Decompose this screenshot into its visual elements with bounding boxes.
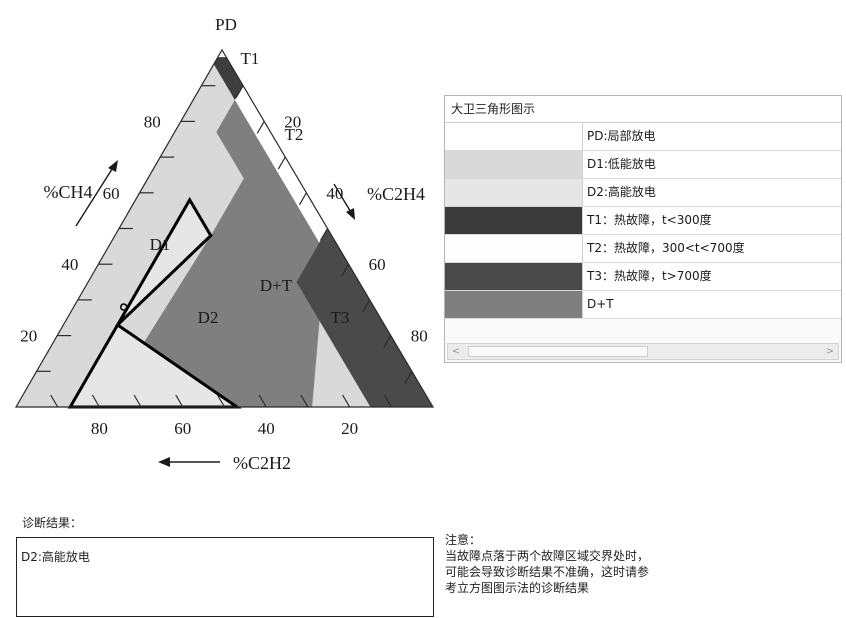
bottom-edge-tick (175, 394, 184, 408)
note-line: 可能会导致诊断结果不准确，这时请参 (445, 565, 650, 579)
note-title: 注意： (445, 533, 482, 547)
bottom-edge-tick (258, 394, 267, 408)
bottom-tick-label: 80 (91, 419, 108, 438)
note-block: 注意： 当故障点落于两个故障区域交界处时， 可能会导致诊断结果不准确，这时请参 … (445, 532, 745, 596)
right-tick-label: 40 (326, 184, 343, 203)
legend-label: D1:低能放电 (583, 151, 841, 178)
legend-swatch (445, 123, 583, 150)
zone-label-t1: T1 (241, 49, 260, 68)
diagnosis-result-box: D2:高能放电 (16, 537, 434, 617)
bottom-edge-tick (342, 394, 351, 408)
bottom-edge-tick (50, 394, 59, 408)
legend-swatch (445, 235, 583, 262)
right-edge-tick (256, 121, 265, 134)
zone-pd (217, 50, 227, 58)
legend-label: D+T (583, 291, 841, 318)
duval-triangle-svg: 80 60 40 20 20 40 60 80 80 60 40 20 PD %CH4 %C2H4 %C2H2… (14, 15, 435, 473)
right-edge-tick (341, 263, 350, 277)
zone-label-t2: T2 (285, 125, 304, 144)
scroll-left-icon[interactable]: < (451, 346, 461, 357)
right-edge-tick (277, 156, 286, 170)
right-tick-label: 80 (411, 327, 428, 346)
legend-swatch (445, 151, 583, 178)
duval-triangle: 80 60 40 20 20 40 60 80 80 60 40 20 PD %CH4 %C2H4 %C2H2… (0, 0, 440, 490)
legend-row: T3：热故障，t>700度 (445, 263, 841, 291)
bottom-edge-tick (300, 394, 309, 408)
zone-t3 (296, 228, 433, 407)
left-tick-label: 40 (61, 255, 78, 274)
zone-d-plus-t (103, 85, 328, 407)
bottom-tick-label: 60 (174, 419, 191, 438)
right-edge-tick (298, 192, 307, 206)
left-tick-label: 60 (103, 184, 120, 203)
right-edge-tick (362, 299, 371, 313)
legend-label: T1：热故障，t<300度 (583, 207, 841, 234)
legend-swatch (445, 179, 583, 206)
right-axis-arrowhead (346, 208, 355, 220)
legend-swatch (445, 263, 583, 290)
fault-point-marker (119, 303, 128, 311)
right-axis-label: %C2H4 (367, 184, 425, 204)
bottom-axis-arrowhead (158, 457, 170, 467)
bottom-edge-tick (91, 394, 100, 408)
zone-label-d2: D2 (198, 308, 219, 327)
right-axis-arrow (333, 183, 353, 215)
legend-swatch (445, 291, 583, 318)
legend-horizontal-scrollbar[interactable]: < > (447, 343, 839, 360)
scroll-right-icon[interactable]: > (825, 346, 835, 357)
bottom-tick-label: 20 (341, 419, 358, 438)
bottom-axis-label: %C2H2 (233, 453, 291, 473)
legend-label: PD:局部放电 (583, 123, 841, 150)
zone-label-d1: D1 (150, 235, 171, 254)
left-axis-label: %CH4 (44, 182, 93, 202)
legend-row: T1：热故障，t<300度 (445, 207, 841, 235)
bottom-edge-tick (216, 394, 226, 408)
legend-row: D2:高能放电 (445, 179, 841, 207)
legend-row: D+T (445, 291, 841, 319)
legend-row: PD:局部放电 (445, 123, 841, 151)
zone-t1 (213, 50, 244, 100)
zone-label-dt: D+T (260, 276, 293, 295)
legend-swatch (445, 207, 583, 234)
bottom-tick-label: 40 (258, 419, 275, 438)
right-tick-label: 20 (284, 112, 301, 131)
left-axis-arrowhead (108, 160, 118, 172)
right-edge-tick (383, 335, 392, 348)
right-edge-tick (319, 228, 329, 241)
zone-label-t3: T3 (331, 308, 350, 327)
left-tick-label: 80 (144, 112, 161, 131)
left-axis-arrow (75, 165, 115, 227)
diagnosis-label: 诊断结果： (22, 516, 83, 530)
right-tick-label: 60 (369, 255, 386, 274)
note-line: 当故障点落于两个故障区域交界处时， (445, 549, 650, 563)
right-edge-tick (235, 85, 244, 99)
legend-label: D2:高能放电 (583, 179, 841, 206)
legend-label: T2：热故障，300<t<700度 (583, 235, 841, 262)
bottom-edge-tick (133, 394, 142, 408)
legend-title: 大卫三角形图示 (445, 96, 841, 123)
scrollbar-thumb[interactable] (468, 346, 648, 357)
note-line: 考立方图图示法的诊断结果 (445, 581, 590, 595)
left-tick-label: 20 (20, 327, 37, 346)
bottom-edge-tick (383, 394, 392, 408)
legend-row: D1:低能放电 (445, 151, 841, 179)
diagnosis-result-text: D2:高能放电 (21, 550, 90, 564)
apex-label: PD (215, 15, 237, 34)
legend-label: T3：热故障，t>700度 (583, 263, 841, 290)
right-edge-tick (404, 370, 413, 384)
legend-row: T2：热故障，300<t<700度 (445, 235, 841, 263)
